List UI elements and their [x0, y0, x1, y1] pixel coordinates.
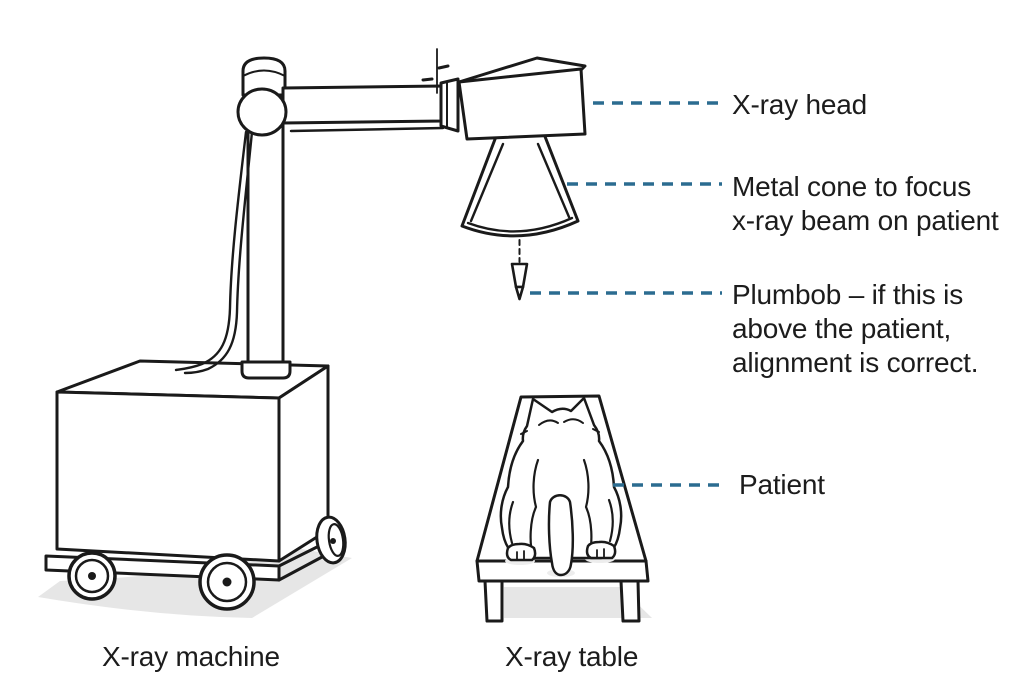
side-wheel-rim: [327, 523, 345, 557]
label-plumbob-line1: Plumbob – if this is: [732, 279, 963, 310]
label-plumbob-line2: above the patient,: [732, 313, 952, 344]
pole-cap-line: [242, 69, 286, 77]
alignment-tick-left: [421, 77, 434, 82]
caption-xray-table: X-ray table: [505, 641, 639, 672]
cone-inner-rim: [466, 216, 574, 233]
table-shadow: [504, 587, 652, 618]
plumbob-tip: [514, 285, 525, 301]
plumbob-illustration: [510, 239, 529, 301]
cone-inner-right: [536, 142, 571, 219]
label-plumbob: Plumbob – if this is above the patient, …: [732, 278, 1024, 380]
head-bracket: [439, 77, 460, 133]
arm-joint: [236, 87, 288, 137]
xray-head-illustration: [421, 48, 587, 141]
front-left-wheel-hub: [88, 572, 96, 580]
front-right-wheel-rim: [206, 561, 248, 603]
cat-silhouette: [499, 396, 623, 560]
pole-collar: [240, 360, 292, 380]
cat-right-paw: [585, 540, 617, 560]
pole-cap: [241, 56, 287, 97]
label-metal-cone-line2: x-ray beam on patient: [732, 205, 999, 236]
label-metal-cone-line1: Metal cone to focus: [732, 171, 971, 202]
front-left-wheel-rim: [74, 558, 110, 594]
cat-left-paw: [505, 542, 537, 562]
label-plumbob-line3: alignment is correct.: [732, 347, 979, 378]
cable-2: [183, 130, 254, 375]
side-wheel-hub: [330, 538, 336, 544]
table-left-leg: [483, 579, 504, 623]
table-right-leg: [619, 579, 641, 623]
patient-cat-illustration: [499, 396, 623, 577]
cat-head-creases: [538, 418, 584, 426]
arm-underline: [289, 126, 445, 133]
cat-cheek-fluff: [520, 428, 600, 435]
metal-cone-illustration: [460, 132, 580, 238]
plumbob-body: [510, 262, 529, 289]
cat-left-haunch: [508, 500, 515, 545]
cat-right-haunch: [607, 498, 614, 543]
xray-machine-illustration: [44, 56, 460, 611]
head-front-face: [457, 67, 587, 141]
cat-left-leg-line: [529, 458, 540, 559]
front-right-wheel-hub: [222, 577, 232, 587]
arm: [281, 84, 445, 125]
cone-body: [460, 132, 580, 238]
cone-inner-left: [469, 142, 505, 223]
label-metal-cone: Metal cone to focus x-ray beam on patien…: [732, 170, 1024, 238]
machine-front-face: [55, 390, 281, 563]
machine-base-strut: [277, 544, 324, 582]
cable: [174, 130, 248, 372]
cat-tail: [547, 494, 575, 577]
cat-right-paw-toes: [596, 548, 605, 559]
cat-left-paw-toes: [516, 550, 525, 561]
alignment-tick-right: [437, 64, 450, 70]
label-xray-head: X-ray head: [732, 89, 867, 120]
leader-lines: [530, 101, 722, 487]
label-patient: Patient: [739, 469, 825, 500]
caption-xray-machine: X-ray machine: [102, 641, 280, 672]
